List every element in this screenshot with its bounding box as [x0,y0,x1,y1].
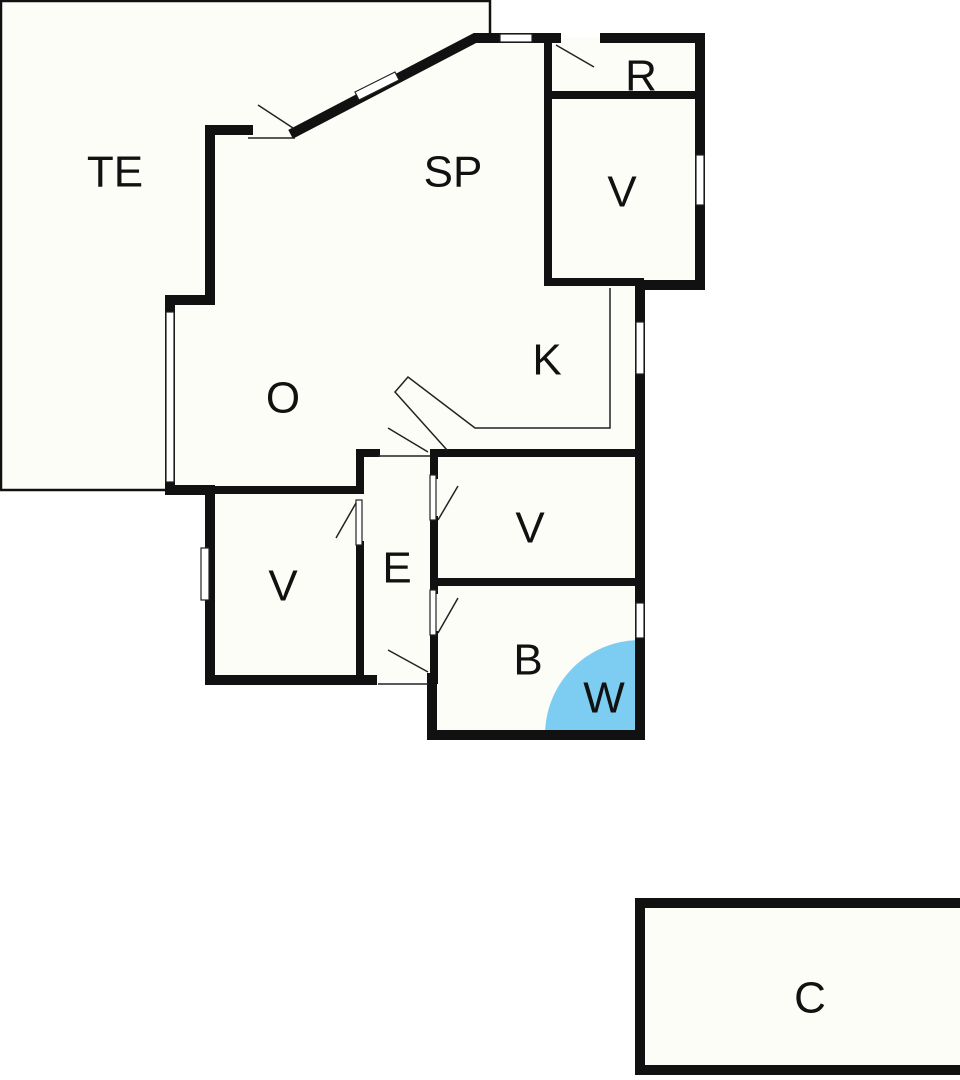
room-label-o: O [266,374,300,423]
room-label-e: E [382,544,411,593]
room-label-k: K [532,336,561,385]
w-area [545,640,640,735]
room-label-sp: SP [424,148,483,197]
room-label-v-middle: V [515,504,545,553]
room-label-b: B [513,636,542,685]
door-swings [248,44,595,685]
room-label-te: TE [87,148,143,197]
interior-walls [210,38,700,684]
room-label-v-top: V [607,168,637,217]
c-building [635,898,960,1075]
kitchen-counter [394,288,611,451]
room-label-r: R [625,52,657,101]
interior-floor [170,38,700,735]
room-label-c: C [794,974,826,1023]
room-label-w: W [583,674,625,723]
windows [165,33,705,639]
room-label-v-left: V [268,562,298,611]
